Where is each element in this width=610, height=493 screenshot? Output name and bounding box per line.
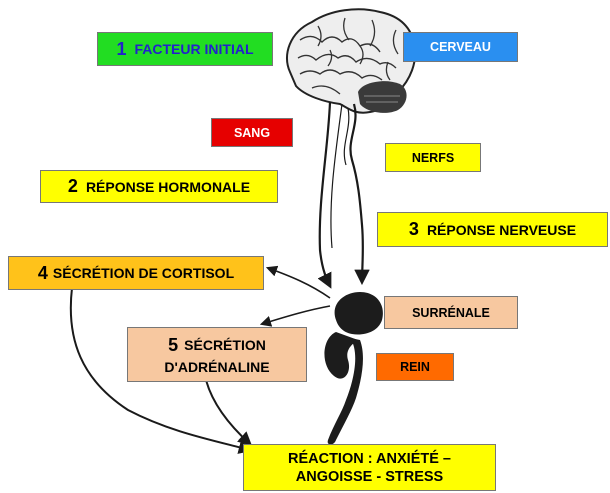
adrenal-gland-icon [335,292,383,334]
hormonale-label: RÉPONSE HORMONALE [86,179,250,195]
cortisol-number: 4 [38,263,48,284]
rein-box: REIN [376,353,454,381]
nerveuse-label: RÉPONSE NERVEUSE [427,222,576,238]
surrenale-box: SURRÉNALE [384,296,518,329]
cortisol-label: SÉCRÉTION DE CORTISOL [53,265,234,281]
kidney-icon [324,332,363,445]
reponse-nerveuse-box: 3 RÉPONSE NERVEUSE [377,212,608,247]
adrenaline-label-line1: SÉCRÉTION [184,337,266,353]
nerfs-box: NERFS [385,143,481,172]
facteur-label: FACTEUR INITIAL [135,41,254,57]
reaction-label-line1: RÉACTION : ANXIÉTÉ – [288,451,451,467]
secretion-cortisol-box: 4 SÉCRÉTION DE CORTISOL [8,256,264,290]
brain-icon [287,9,415,113]
nerveuse-number: 3 [409,219,419,240]
cerveau-box: CERVEAU [403,32,518,62]
sang-box: SANG [211,118,293,147]
rein-label: REIN [400,360,430,374]
facteur-number: 1 [116,39,126,60]
reaction-box: RÉACTION : ANXIÉTÉ – ANGOISSE - STRESS [243,444,496,491]
reaction-label-line2: ANGOISSE - STRESS [296,469,443,485]
adrenaline-number: 5 [168,335,178,356]
hormonale-number: 2 [68,176,78,197]
nerfs-label: NERFS [412,151,454,165]
facteur-initial-box: 1 FACTEUR INITIAL [97,32,273,66]
surrenale-label: SURRÉNALE [412,306,490,320]
reponse-hormonale-box: 2 RÉPONSE HORMONALE [40,170,278,203]
sang-label: SANG [234,126,270,140]
adrenaline-label-line2: D'ADRÉNALINE [164,359,269,375]
secretion-adrenaline-box: 5 SÉCRÉTION D'ADRÉNALINE [127,327,307,382]
cerveau-label: CERVEAU [430,40,491,54]
